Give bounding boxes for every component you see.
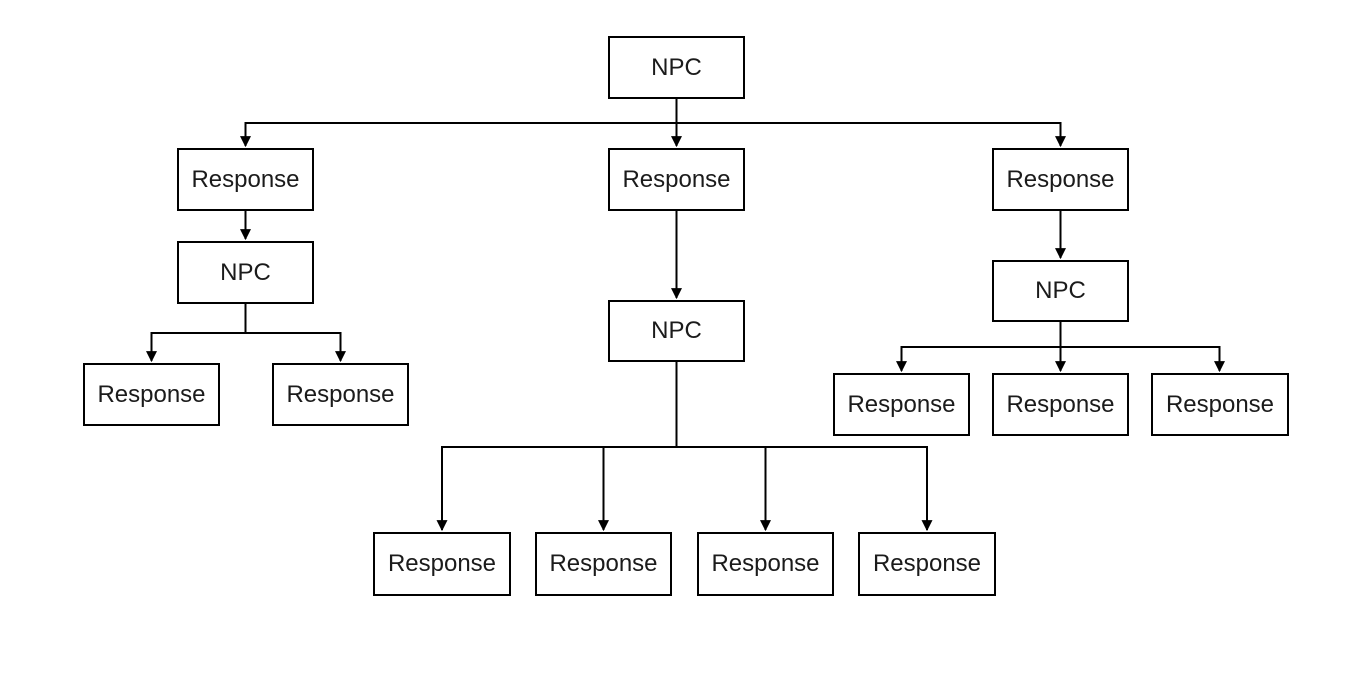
node-response-right-3: Response bbox=[1151, 373, 1289, 436]
node-label: Response bbox=[1006, 165, 1115, 193]
node-label: NPC bbox=[220, 258, 271, 286]
node-label: Response bbox=[191, 165, 300, 193]
node-response-left-1: Response bbox=[83, 363, 220, 426]
node-response-center-1: Response bbox=[373, 532, 511, 596]
node-label: Response bbox=[872, 550, 982, 577]
node-label: Response bbox=[1165, 390, 1275, 418]
node-npc-root: NPC bbox=[608, 36, 745, 99]
node-label: Response bbox=[549, 550, 658, 577]
node-label: Response bbox=[847, 390, 956, 418]
node-label: Response bbox=[286, 380, 395, 408]
node-label: Response bbox=[97, 380, 206, 408]
node-label: NPC bbox=[651, 53, 702, 81]
node-label: Response bbox=[711, 550, 820, 577]
node-label: Response bbox=[387, 550, 497, 577]
node-response-center: Response bbox=[608, 148, 745, 211]
node-label: NPC bbox=[651, 317, 702, 344]
node-response-right-1: Response bbox=[833, 373, 970, 436]
node-response-left: Response bbox=[177, 148, 314, 211]
node-response-right: Response bbox=[992, 148, 1129, 211]
node-npc-left: NPC bbox=[177, 241, 314, 304]
node-label: Response bbox=[622, 165, 731, 193]
node-label: Response bbox=[1006, 390, 1115, 418]
node-npc-center: NPC bbox=[608, 300, 745, 362]
node-response-left-2: Response bbox=[272, 363, 409, 426]
node-response-center-2: Response bbox=[535, 532, 672, 596]
node-response-right-2: Response bbox=[992, 373, 1129, 436]
node-response-center-4: Response bbox=[858, 532, 996, 596]
node-label: NPC bbox=[1035, 277, 1086, 304]
node-response-center-3: Response bbox=[697, 532, 834, 596]
node-npc-right: NPC bbox=[992, 260, 1129, 322]
